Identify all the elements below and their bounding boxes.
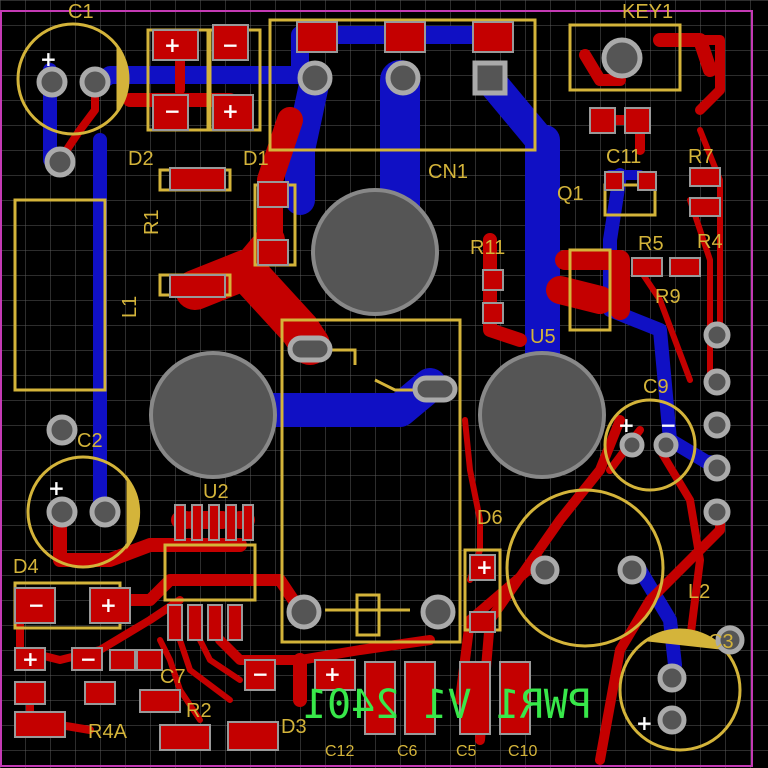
d4-plus-mark: + (100, 593, 117, 617)
label-u2: U2 (203, 481, 229, 503)
label-cn1: CN1 (428, 161, 468, 183)
label-d6: D6 (477, 507, 503, 529)
label-r2: R2 (186, 700, 212, 722)
c9-plus-mark: + (618, 413, 635, 437)
mirrored-board-text: PWR1 V1 2401 (303, 682, 592, 728)
label-c10: C10 (508, 743, 537, 760)
label-c3: C3 (708, 631, 734, 653)
label-r4: R4 (697, 231, 723, 253)
pad-polarity-marks: + + + + − + − − + − + + − + + − (22, 33, 677, 735)
through-hole-pads (36, 37, 745, 735)
board-outline (0, 10, 753, 767)
label-c12: C12 (325, 743, 354, 760)
d2-minus-mark: − (164, 99, 181, 123)
label-l1: L1 (119, 296, 141, 318)
d1-minus-mark: − (222, 33, 239, 57)
d4-minus-mark: − (28, 593, 45, 617)
c9-minus-mark: − (660, 413, 677, 437)
d3-minus-mark: − (252, 662, 269, 686)
smd-pads (14, 21, 721, 751)
label-c2: C2 (77, 430, 103, 452)
label-d1: D1 (243, 148, 269, 170)
c3-plus-mark: + (636, 711, 653, 735)
small-minus-mark: − (80, 647, 97, 671)
label-r5: R5 (638, 233, 664, 255)
label-r9: R9 (655, 286, 681, 308)
d2-plus-mark: + (164, 33, 181, 57)
d6-plus-mark: + (476, 555, 493, 579)
label-d4: D4 (13, 556, 39, 578)
label-c11: C11 (606, 146, 641, 168)
label-c5: C5 (456, 743, 477, 760)
c2-plus-mark: + (48, 476, 65, 500)
d1-plus-mark: + (222, 99, 239, 123)
label-c9: C9 (643, 376, 669, 398)
c1-plus-mark: + (40, 47, 57, 71)
d3-plus-mark: + (324, 662, 341, 686)
label-key1: KEY1 (622, 1, 673, 23)
label-c1: C1 (68, 1, 94, 23)
label-r4a: R4A (88, 721, 128, 743)
label-c6: C6 (397, 743, 418, 760)
small-plus-mark: + (22, 647, 39, 671)
label-u5: U5 (530, 326, 556, 348)
label-l2: L2 (688, 581, 710, 603)
mounting-holes (149, 188, 606, 479)
label-d2: D2 (128, 148, 154, 170)
designator-labels: C1 KEY1 D2 D1 CN1 C11 R7 Q1 R1 R5 R4 R11… (13, 1, 734, 760)
label-r1: R1 (141, 209, 163, 235)
label-q1: Q1 (557, 183, 584, 205)
label-c7: C7 (160, 666, 186, 688)
label-d3: D3 (281, 716, 307, 738)
label-r11: R11 (470, 237, 505, 259)
label-r7: R7 (688, 146, 714, 168)
